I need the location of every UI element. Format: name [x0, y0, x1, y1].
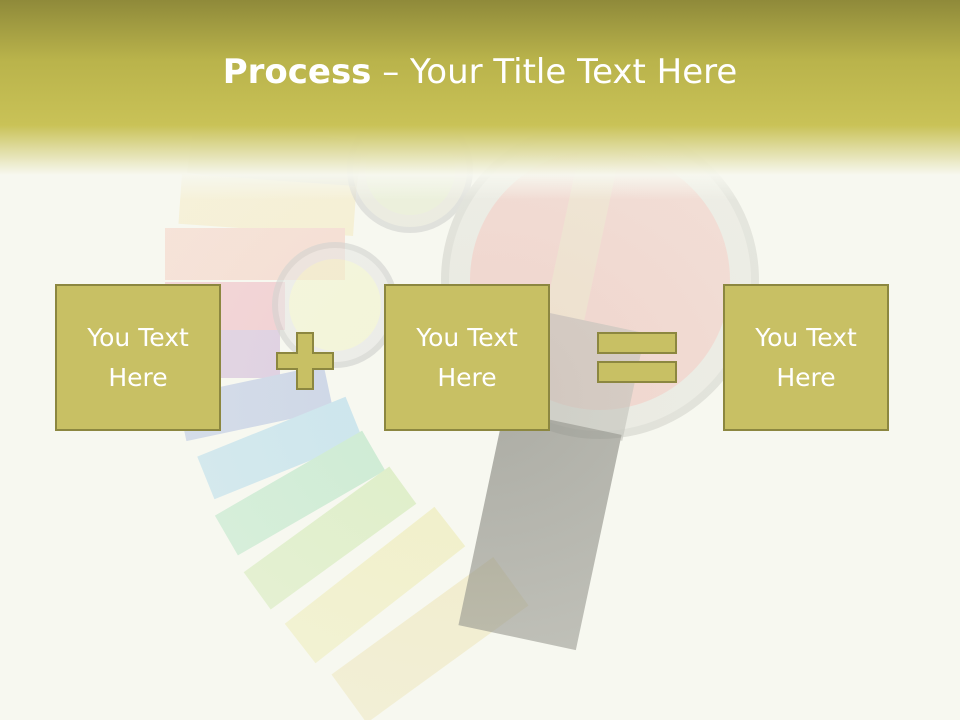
- process-box-1-text: You Text Here: [87, 322, 189, 392]
- process-box-1[interactable]: You Text Here: [55, 284, 221, 431]
- process-box-3[interactable]: You Text Here: [723, 284, 889, 431]
- equals-icon: [597, 332, 677, 383]
- title-rest: – Your Title Text Here: [371, 52, 738, 92]
- process-box-3-text: You Text Here: [755, 322, 857, 392]
- slide-title: Process – Your Title Text Here: [0, 52, 960, 92]
- process-box-2[interactable]: You Text Here: [384, 284, 550, 431]
- title-banner: [0, 0, 960, 200]
- plus-icon: [276, 332, 334, 390]
- process-box-2-text: You Text Here: [416, 322, 518, 392]
- title-bold: Process: [222, 52, 372, 92]
